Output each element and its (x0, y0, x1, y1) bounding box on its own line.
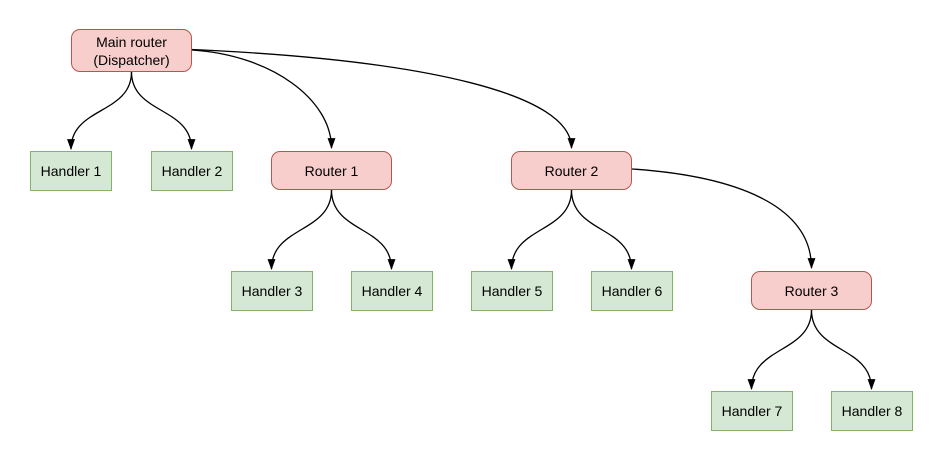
edge-router-3-to-handler-7 (747, 309, 813, 391)
node-handler-6-label: Handler 6 (601, 283, 663, 299)
node-handler-8-label: Handler 8 (841, 403, 903, 419)
node-router-3-label: Router 3 (784, 282, 839, 299)
node-handler-3: Handler 3 (231, 271, 313, 311)
node-handler-7: Handler 7 (711, 391, 793, 431)
node-handler-8: Handler 8 (831, 391, 913, 431)
node-handler-4: Handler 4 (351, 271, 433, 311)
node-handler-7-label: Handler 7 (721, 403, 783, 419)
node-handler-4-label: Handler 4 (361, 283, 423, 299)
node-handler-1-label: Handler 1 (40, 163, 102, 179)
edge-router-1-to-handler-3 (267, 189, 333, 271)
edge-router-2-to-handler-6 (570, 189, 636, 271)
node-router-2: Router 2 (511, 151, 632, 190)
node-router-1: Router 1 (271, 151, 392, 190)
edge-router-1-to-handler-4 (330, 189, 396, 271)
node-handler-1: Handler 1 (30, 151, 112, 191)
edge-router-2-to-handler-5 (507, 189, 573, 271)
node-main-router: Main router (Dispatcher) (71, 29, 192, 72)
node-handler-2-label: Handler 2 (161, 163, 223, 179)
node-router-2-label: Router 2 (544, 162, 599, 179)
edge-router-2-to-router-3 (631, 168, 816, 270)
node-router-1-label: Router 1 (304, 162, 359, 179)
node-handler-5-label: Handler 5 (481, 283, 543, 299)
node-handler-2: Handler 2 (151, 151, 233, 191)
edge-router-3-to-handler-8 (810, 309, 876, 391)
edge-main-router-to-handler-1 (67, 71, 133, 151)
edge-main-router-to-router-2 (191, 48, 576, 150)
node-handler-5: Handler 5 (471, 271, 553, 311)
node-handler-6: Handler 6 (591, 271, 673, 311)
node-handler-3-label: Handler 3 (241, 283, 303, 299)
edge-main-router-to-handler-2 (130, 71, 196, 151)
node-router-3: Router 3 (751, 271, 872, 310)
edge-main-router-to-router-1 (191, 49, 336, 150)
node-main-router-label: Main router (Dispatcher) (93, 33, 170, 68)
